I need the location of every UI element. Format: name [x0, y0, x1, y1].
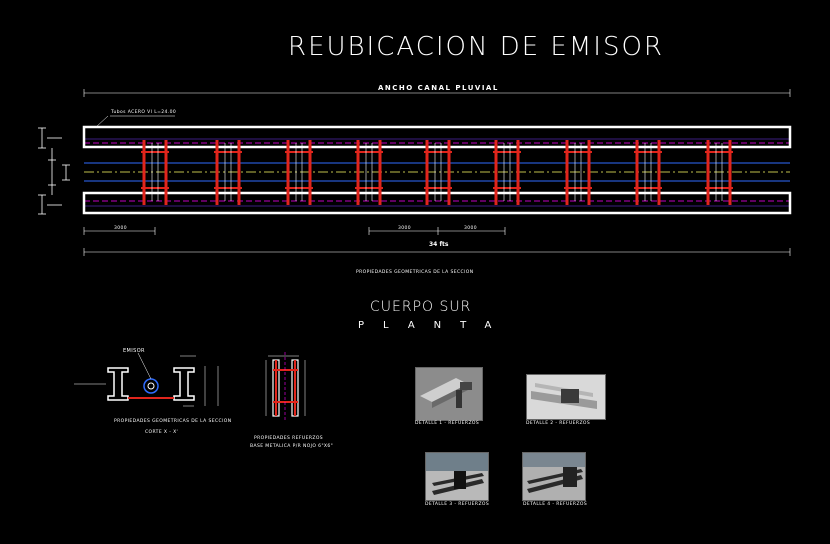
detail-photo-3-caption: DETALLE 3 - REFUERZOS [425, 502, 490, 507]
reinforcement-caption-2: BASE METALICA P/R NOJO 6"X6" [250, 444, 334, 449]
reinforcement-frames [141, 140, 733, 205]
mid-segment-dimension-1: 3000 [398, 226, 412, 231]
detail-photo-4 [522, 452, 586, 501]
section-properties-label: PROPIEDADES GEOMETRICAS DE LA SECCION [356, 270, 474, 275]
mid-segment-dimension-2: 3000 [464, 226, 478, 231]
detail-photo-2 [526, 374, 606, 420]
emisor-label: EMISOR [123, 348, 145, 354]
cuerpo-label: CUERPO SUR [370, 299, 472, 315]
section-detail-drawing [74, 352, 219, 407]
axis-lines [84, 138, 790, 207]
top-dimension [83, 89, 791, 97]
planta-label: PLANTA [358, 320, 511, 331]
bottom-dimensions [83, 227, 791, 256]
total-dimension: 34 fts [429, 241, 449, 248]
bottom-beam [82, 191, 792, 215]
detail-photo-1 [415, 367, 483, 421]
top-dimension-label: ANCHO CANAL PLUVIAL [378, 84, 499, 92]
detail-photo-3 [425, 452, 489, 501]
detail-photo-1-caption: DETALLE 1 - REFUERZOS [415, 421, 480, 426]
section-caption: PROPIEDADES GEOMETRICAS DE LA SECCION [114, 419, 232, 424]
drawing-title: REUBICACION DE EMISOR [288, 32, 664, 62]
cut-label: CORTE X - X' [145, 430, 179, 435]
tube-note: Tubos ACERO VI L=24.00 [111, 110, 177, 115]
left-level-markers [38, 127, 70, 215]
detail-photo-2-caption: DETALLE 2 - REFUERZOS [526, 421, 591, 426]
left-segment-dimension: 3000 [114, 226, 128, 231]
tube-note-leader-2 [95, 115, 109, 128]
top-beam [82, 125, 792, 149]
detail-photo-4-caption: DETALLE 4 - REFUERZOS [523, 502, 588, 507]
reinforcement-caption-1: PROPIEDADES REFUERZOS [254, 436, 324, 441]
reinforcement-detail-drawing [265, 352, 306, 420]
